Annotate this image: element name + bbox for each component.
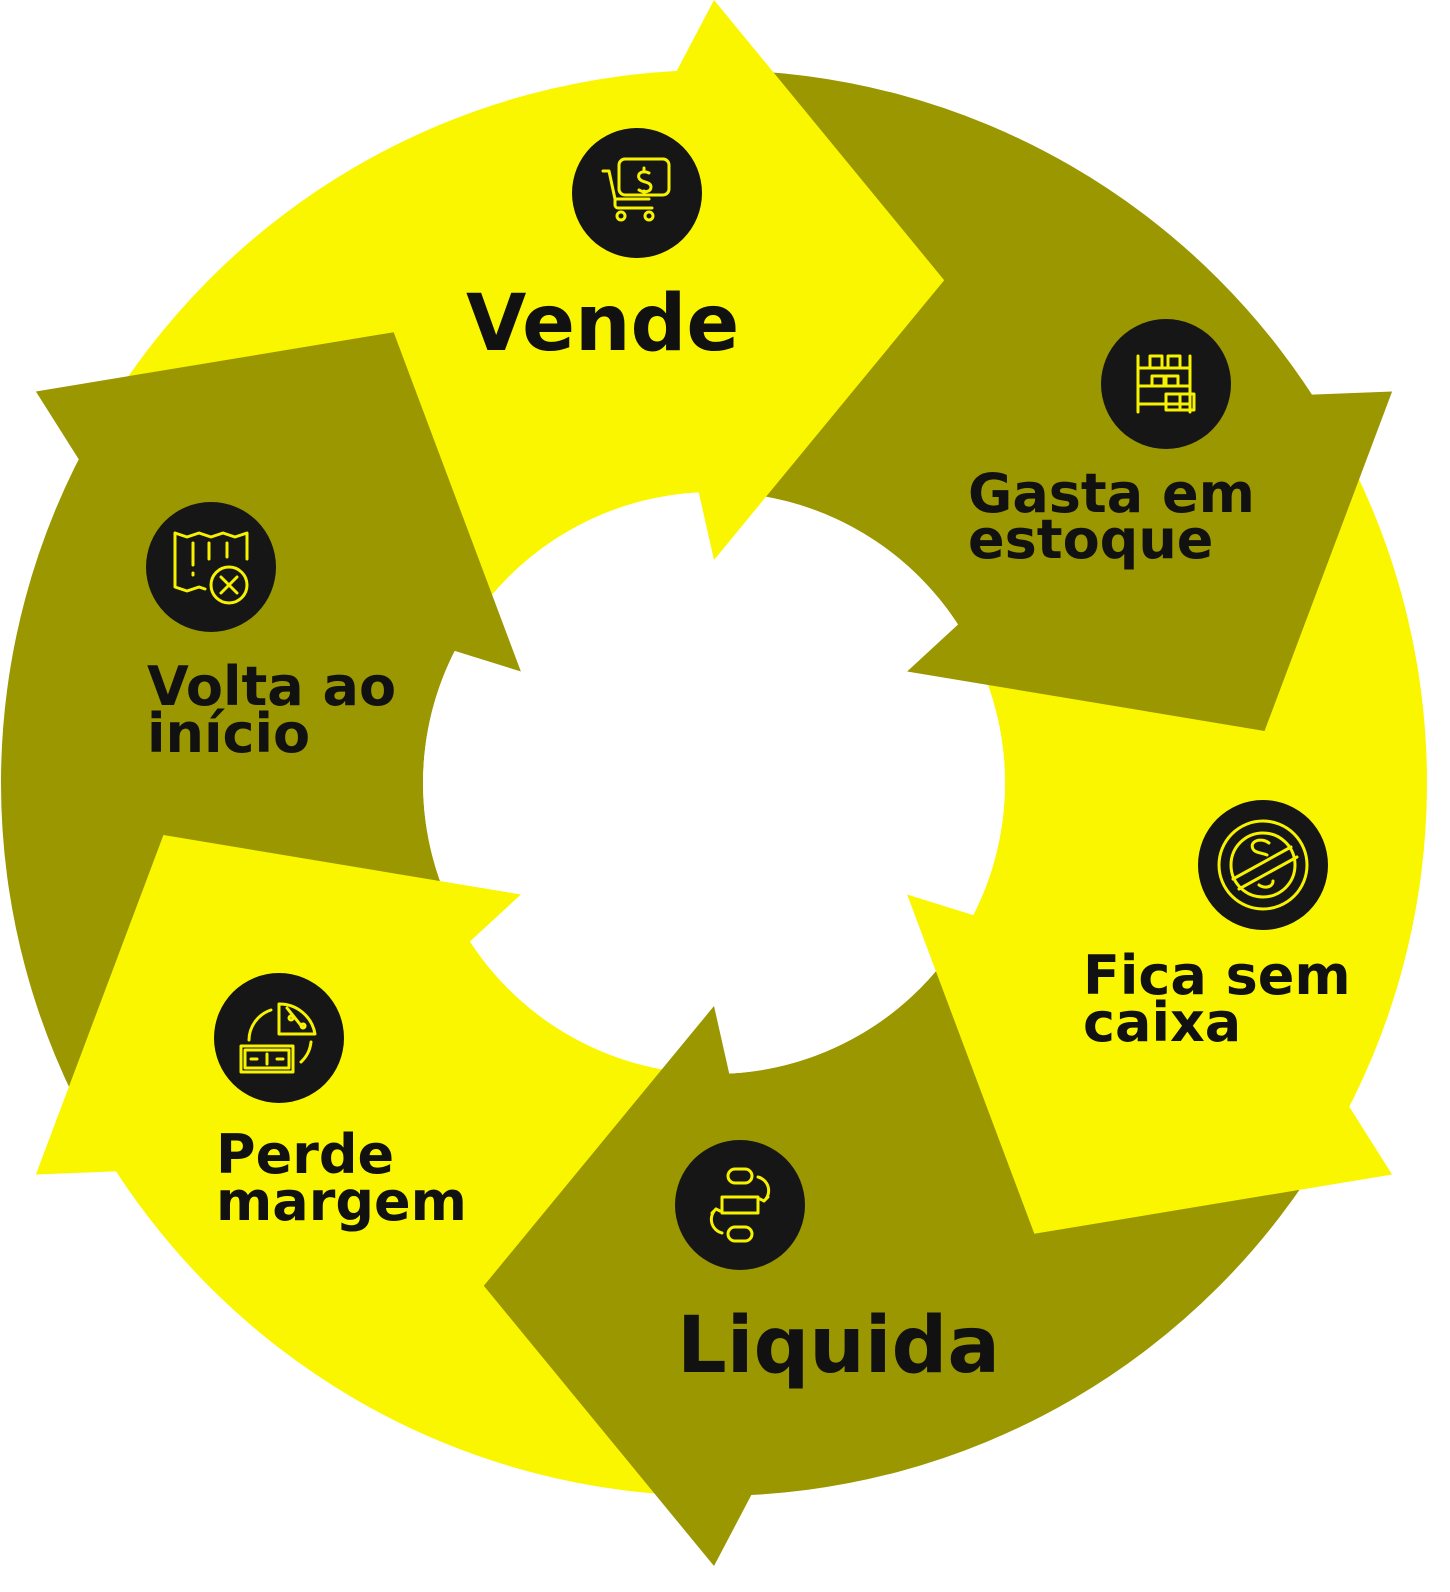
arrowhead: [483, 1006, 752, 1566]
process-flow-cycle-icon: [675, 1140, 805, 1270]
map-cancel-icon: [146, 502, 276, 632]
no-money-icon: [1198, 800, 1328, 930]
warehouse-shelf-boxes-icon: [1101, 319, 1231, 449]
arrowhead: [907, 894, 1393, 1234]
arrowhead: [907, 391, 1393, 731]
step-label-vende: Vende: [466, 279, 739, 369]
arrowhead: [35, 332, 521, 672]
pie-chart-money-percent-icon: [214, 973, 344, 1103]
center-hole: [423, 492, 1005, 1074]
arrowhead: [676, 0, 945, 560]
step-label-liquida: Liquida: [677, 1301, 1000, 1391]
cart-dollar-chat-icon: [572, 128, 702, 258]
